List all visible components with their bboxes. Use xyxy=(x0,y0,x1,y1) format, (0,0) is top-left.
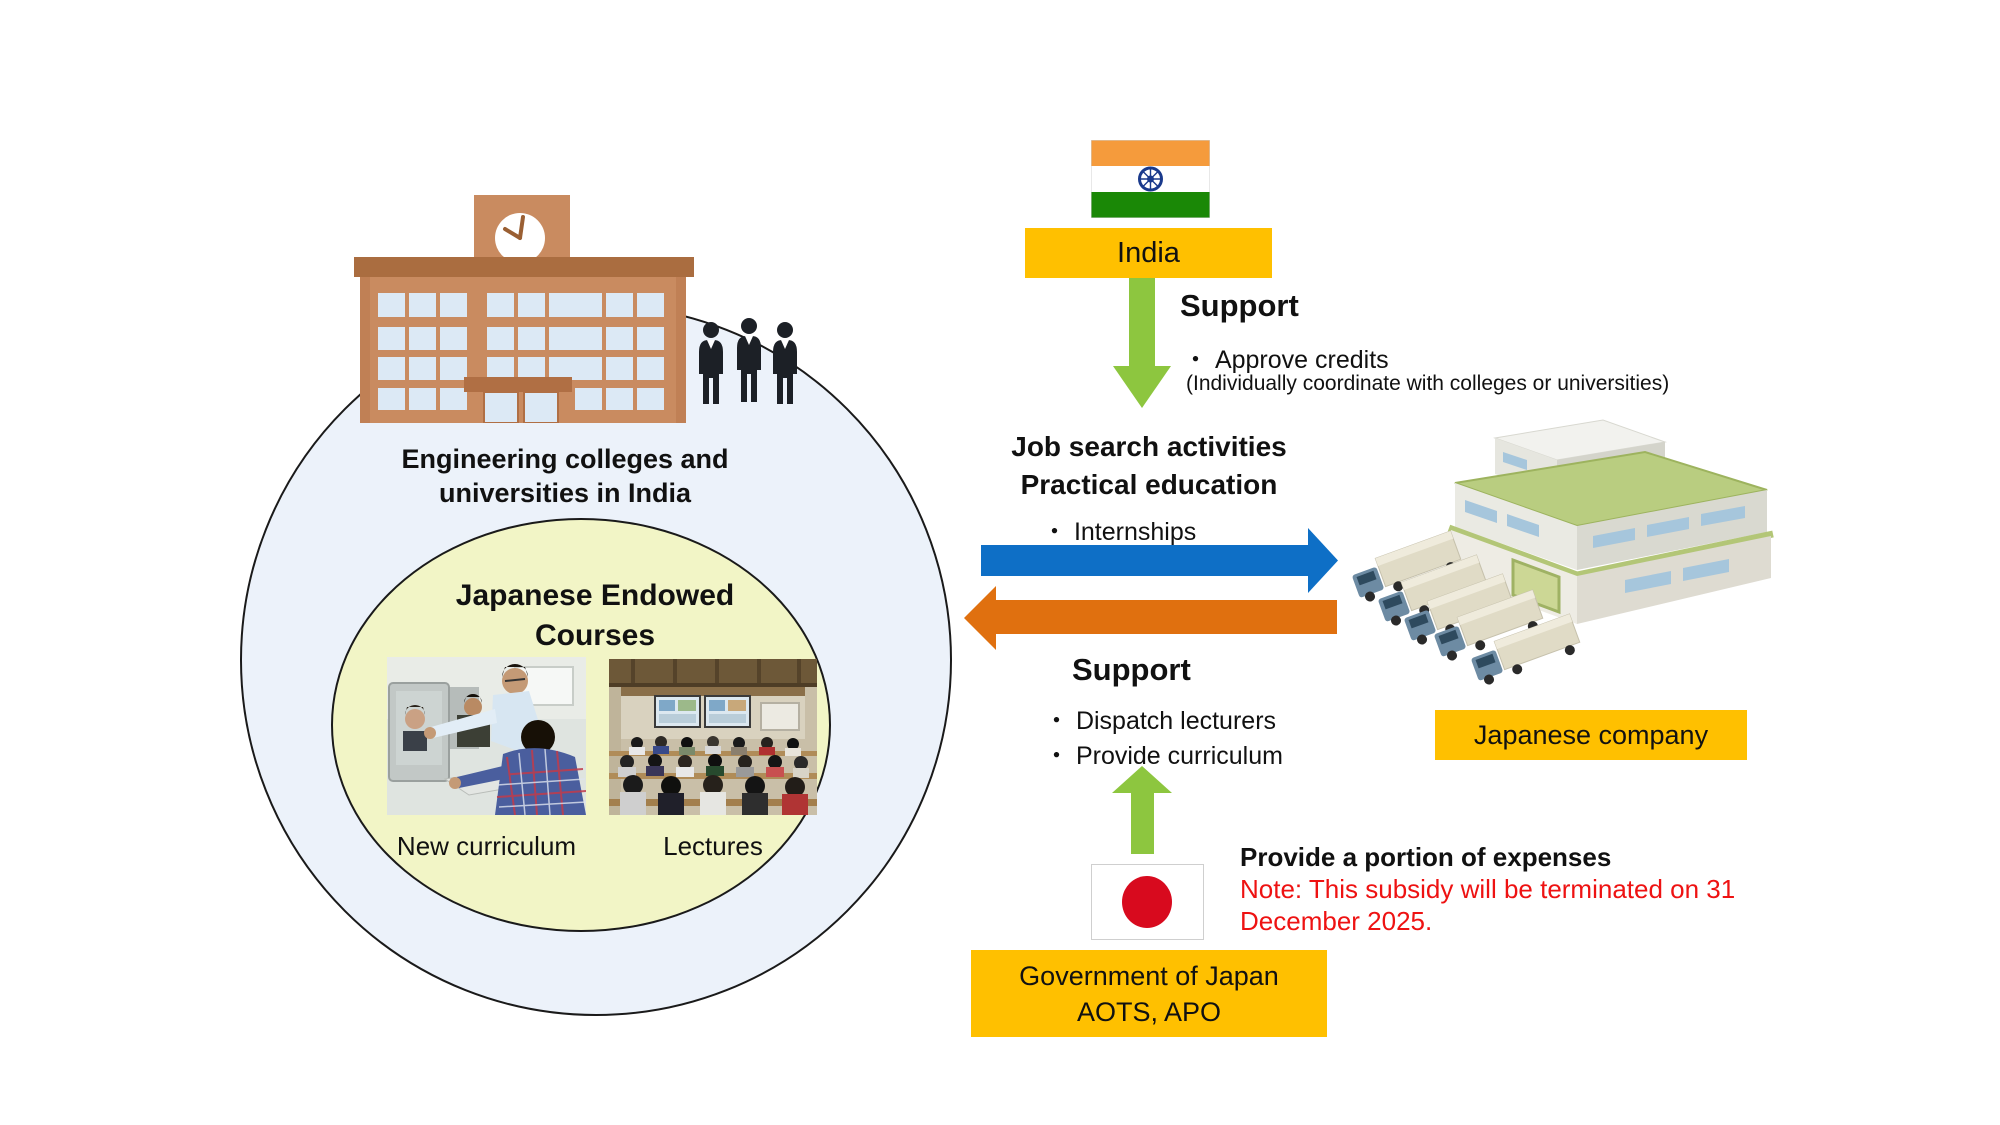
india-flag-icon xyxy=(1091,140,1210,218)
photo-new-curriculum xyxy=(387,657,586,815)
practical-education-line: Practical education xyxy=(1020,469,1278,500)
internships-item: ・ Internships xyxy=(1042,518,1197,546)
japanese-company-label: Japanese company xyxy=(1473,719,1709,750)
endowed-title: Japanese Endowed Courses xyxy=(395,576,795,656)
subsidy-note-line1: Note: This subsidy will be terminated on… xyxy=(1240,874,1736,904)
india-label-box: India xyxy=(1025,228,1272,278)
caption-lectures: Lectures xyxy=(663,831,763,861)
college-label-line1: Engineering colleges and xyxy=(401,444,729,474)
endowed-title-line1: Japanese Endowed xyxy=(455,579,735,612)
students xyxy=(609,736,817,815)
india-label: India xyxy=(1117,236,1180,269)
support-left-arrow-icon xyxy=(964,586,1337,650)
japan-flag-icon xyxy=(1091,864,1204,940)
trucks-icon xyxy=(1352,530,1581,685)
government-box: Government of Japan AOTS, APO xyxy=(971,950,1327,1037)
school-building-icon xyxy=(354,195,694,423)
support-up-arrow-icon xyxy=(1112,766,1172,854)
coordinate-note: (Individually coordinate with colleges o… xyxy=(1186,372,1670,395)
expenses-title: Provide a portion of expenses xyxy=(1240,842,1612,872)
job-search-line: Job search activities xyxy=(1011,431,1287,462)
caption-new-curriculum: New curriculum xyxy=(396,831,577,861)
exchange-heading: Job search activities Practical educatio… xyxy=(979,428,1319,504)
government-line1: Government of Japan xyxy=(1019,960,1279,991)
college-label: Engineering colleges and universities in… xyxy=(340,442,790,510)
bottom-support-title: Support xyxy=(1072,652,1191,687)
company-building-icon xyxy=(1352,419,1774,685)
government-line2: AOTS, APO xyxy=(1076,996,1222,1027)
photo-lectures xyxy=(609,659,817,815)
people-icon xyxy=(699,318,797,404)
school-entrance xyxy=(464,377,572,392)
subsidy-note-line2: December 2025. xyxy=(1240,906,1433,936)
provide-curriculum-item: ・ Provide curriculum xyxy=(1044,742,1283,770)
top-support-title: Support xyxy=(1180,288,1299,323)
support-down-arrow-icon xyxy=(1113,278,1171,408)
dispatch-lecturers-item: ・ Dispatch lecturers xyxy=(1044,707,1277,735)
college-label-line2: universities in India xyxy=(438,478,692,508)
school-windows xyxy=(378,293,664,410)
internship-arrow-icon xyxy=(981,528,1338,593)
endowed-title-line2: Courses xyxy=(534,619,656,652)
japanese-company-label-box: Japanese company xyxy=(1435,710,1747,760)
approve-credits-item: ・ Approve credits xyxy=(1183,346,1389,374)
